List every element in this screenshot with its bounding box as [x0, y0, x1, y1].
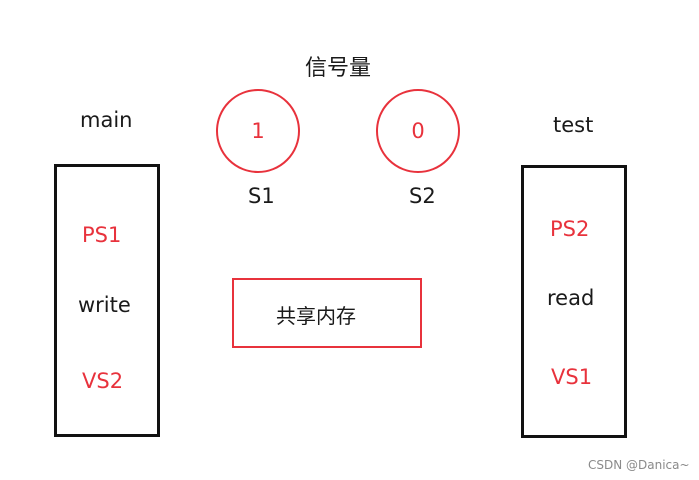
- diagram-title: 信号量: [305, 56, 372, 81]
- test-op-read: read: [547, 286, 595, 310]
- process-test-box: [521, 165, 627, 438]
- process-main-box: [54, 164, 160, 437]
- main-op-write: write: [78, 293, 131, 317]
- watermark: CSDN @Danica~: [588, 458, 690, 472]
- semaphore-s1-circle: 1: [216, 89, 300, 173]
- shared-memory-label: 共享内存: [276, 304, 356, 328]
- shared-memory-box: [232, 278, 422, 348]
- test-op-vs1: VS1: [551, 365, 593, 389]
- process-test-label: test: [553, 113, 594, 137]
- main-op-ps1: PS1: [82, 223, 122, 247]
- process-main-label: main: [80, 108, 133, 132]
- semaphore-s2-label: S2: [409, 184, 436, 208]
- test-op-ps2: PS2: [550, 217, 590, 241]
- semaphore-s2-circle: 0: [376, 89, 460, 173]
- semaphore-s1-label: S1: [248, 184, 275, 208]
- semaphore-s1-value: 1: [251, 119, 265, 143]
- main-op-vs2: VS2: [82, 369, 124, 393]
- semaphore-s2-value: 0: [411, 119, 425, 143]
